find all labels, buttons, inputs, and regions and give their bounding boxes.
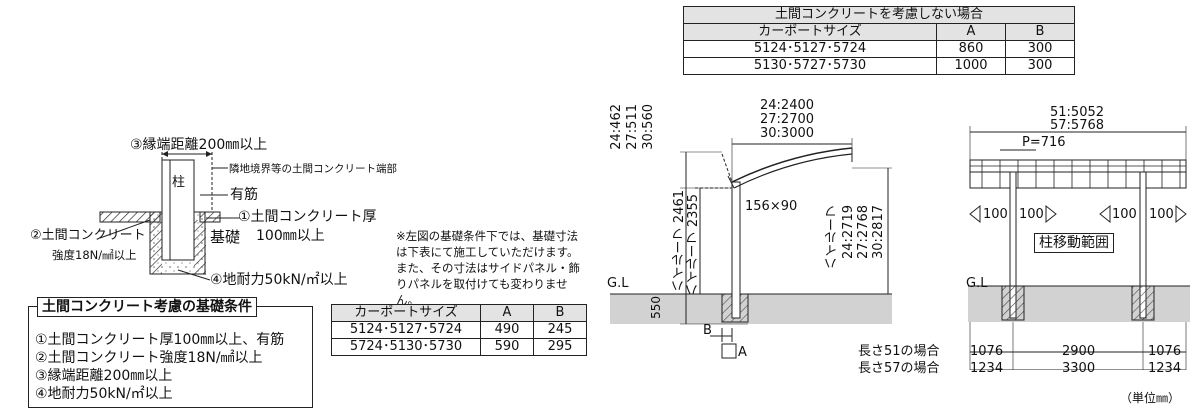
condition-item: ①土間コンクリート厚100㎜以上、有筋 [35, 332, 285, 348]
beam-size-label: 156×90 [745, 199, 798, 214]
high-roof-value: 2461 [672, 190, 687, 224]
header-size: カーポートサイズ [331, 304, 481, 322]
pillar-label: 柱 [172, 175, 186, 190]
header-size: カーポートサイズ [683, 23, 937, 41]
side-view-drawing [610, 138, 892, 359]
dim-51-mid: 2900 [1062, 344, 1096, 359]
foundation-conditions-box: 土間コンクリート考慮の基礎条件 ①土間コンクリート厚100㎜以上、有筋 ②土間コ… [28, 297, 313, 408]
cell-b: 300 [1005, 57, 1075, 75]
high-roof-24: 24:2719 [841, 205, 856, 260]
width-dim-30: 30:3000 [760, 126, 815, 141]
bearing-label: ④地耐力50kN/㎡以上 [210, 272, 348, 288]
foundation-note: ※左図の基礎条件下では、基礎寸法は下表にて施工していただけます。また、その寸法は… [396, 229, 580, 307]
cell-size: 5124･5127･5724 [331, 321, 481, 339]
pitch-label: P=716 [1022, 135, 1066, 150]
cell-a: 590 [480, 338, 534, 356]
front-view-drawing [968, 126, 1190, 370]
condition-item: ④地耐力50kN/㎡以上 [35, 386, 173, 402]
conditions-title: 土間コンクリート考慮の基礎条件 [37, 297, 257, 317]
cell-a: 490 [480, 321, 534, 339]
depth-label: 550 [649, 296, 663, 319]
strength-label-2: 強度18N/㎟以上 [52, 248, 137, 262]
boundary-label: 隣地境界等の土間コンクリート端部 [229, 163, 397, 175]
dim-51-left: 1076 [970, 344, 1004, 359]
edge-distance-label: ③縁端距離200㎜以上 [130, 137, 268, 153]
high-roof-label: ハイルーフ [686, 231, 701, 297]
dim-57-right: 1234 [1148, 361, 1182, 376]
case-57-label: 長さ57の場合 [858, 361, 940, 376]
offset-right-1: 100 [1112, 207, 1137, 222]
width-dim-24: 24:2400 [760, 98, 815, 113]
dim-57-mid: 3300 [1062, 361, 1096, 376]
gl-label-side: G.L [607, 276, 629, 291]
strength-label-1: ②土間コンクリート [30, 228, 146, 243]
pillar-range-label: 柱移動範囲 [1034, 233, 1114, 253]
offset-left-1: 100 [983, 207, 1008, 222]
table-title: 土間コンクリートを考慮しない場合 [683, 6, 1075, 24]
dim-51-right: 1076 [1148, 344, 1182, 359]
foundation-label: 基礎 [210, 228, 241, 246]
length-dim-51: 51:5052 [1050, 105, 1105, 120]
offset-left-2: 100 [1019, 207, 1044, 222]
condition-item: ②土間コンクリート強度18N/㎟以上 [35, 350, 263, 366]
unit-label: （単位㎜） [1120, 391, 1181, 405]
high-roof-30: 30:2817 [871, 205, 886, 260]
high-roof-27: 27:2768 [856, 205, 871, 260]
dim-57-left: 1234 [970, 361, 1004, 376]
high-roof-label-right: ハイルーフ [825, 205, 840, 270]
width-dim-27: 27:2700 [760, 112, 815, 127]
thickness-label-2: 100㎜以上 [256, 228, 325, 244]
height-dim-30: 30:560 [641, 104, 656, 150]
condition-item: ③縁端距離200㎜以上 [35, 368, 173, 384]
thickness-label-1: ①土間コンクリート厚 [238, 209, 377, 225]
offset-right-2: 100 [1149, 207, 1174, 222]
cell-a: 1000 [936, 57, 1006, 75]
table-row: 5724･5130･5730 590 295 [331, 338, 587, 356]
cell-b: 300 [1005, 40, 1075, 58]
foundation-diagram [99, 151, 240, 281]
high-roof-2461: ハイルーフ 2461 [672, 190, 687, 293]
cell-size: 5130･5727･5730 [683, 57, 937, 75]
high-roof-2355: ハイルーフ 2355 [686, 194, 701, 297]
gl-label-front: G.L [966, 276, 988, 291]
a-dim-label: A [738, 345, 747, 360]
slab-size-table: カーポートサイズ A B 5124･5127･5724 490 245 5724… [331, 304, 587, 356]
high-roof-value: 2355 [686, 194, 701, 228]
table-row: 5124･5127･5724 860 300 [683, 40, 1075, 58]
no-slab-size-table: 土間コンクリートを考慮しない場合 カーポートサイズ A B 5124･5127･… [683, 6, 1075, 75]
header-b: B [533, 304, 587, 322]
b-dim-label: B [703, 323, 712, 338]
cell-a: 860 [936, 40, 1006, 58]
length-dim-57: 57:5768 [1050, 118, 1105, 133]
rebar-label: 有筋 [230, 187, 258, 203]
table-row: 5130･5727･5730 1000 300 [683, 57, 1075, 75]
cell-b: 245 [533, 321, 587, 339]
height-dim-24: 24:462 [609, 104, 624, 150]
cell-b: 295 [533, 338, 587, 356]
table-row: 5124･5127･5724 490 245 [331, 321, 587, 339]
header-a: A [936, 23, 1006, 41]
header-a: A [480, 304, 534, 322]
cell-size: 5124･5127･5724 [683, 40, 937, 58]
height-dim-27: 27:511 [625, 104, 640, 150]
cell-size: 5724･5130･5730 [331, 338, 481, 356]
high-roof-label: ハイルーフ [672, 227, 687, 293]
header-b: B [1005, 23, 1075, 41]
case-51-label: 長さ51の場合 [858, 344, 940, 359]
